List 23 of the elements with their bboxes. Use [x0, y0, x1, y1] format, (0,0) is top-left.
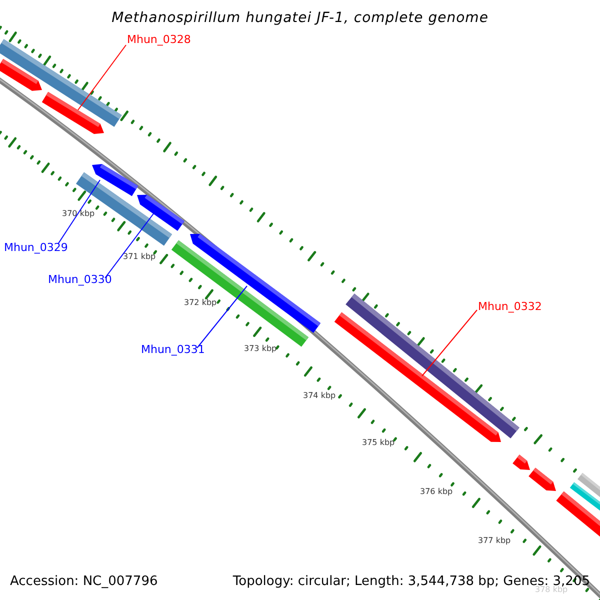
leader-line: [422, 310, 478, 376]
diagram-title: Methanospirillum hungatei JF-1, complete genome: [110, 10, 490, 26]
gene-feature: [42, 92, 104, 134]
gene-label: Mhun_0331: [141, 343, 205, 356]
gene-feature: [92, 164, 138, 196]
scale-label: 374 kbp: [303, 391, 336, 400]
gene-label: Mhun_0332: [478, 300, 542, 313]
leader-line: [58, 180, 100, 244]
scale-label: 376 kbp: [420, 487, 453, 496]
leader-line: [104, 212, 154, 278]
scale-label: 370 kbp: [62, 209, 95, 218]
leader-line: [196, 286, 248, 348]
gene-label: Mhun_0329: [4, 241, 68, 254]
scale-label: 372 kbp: [184, 298, 217, 307]
scale-label: 371 kbp: [123, 252, 156, 261]
scale-label: 373 kbp: [244, 344, 277, 353]
leader-line: [78, 44, 126, 110]
gene-label: Mhun_0328: [127, 33, 191, 46]
gene-label: Mhun_0330: [48, 273, 112, 286]
footer-text: Accession: NC_007796: [10, 574, 158, 589]
scale-label: 375 kbp: [362, 438, 395, 447]
gene-feature: [137, 194, 184, 231]
scale-label: 377 kbp: [478, 536, 511, 545]
